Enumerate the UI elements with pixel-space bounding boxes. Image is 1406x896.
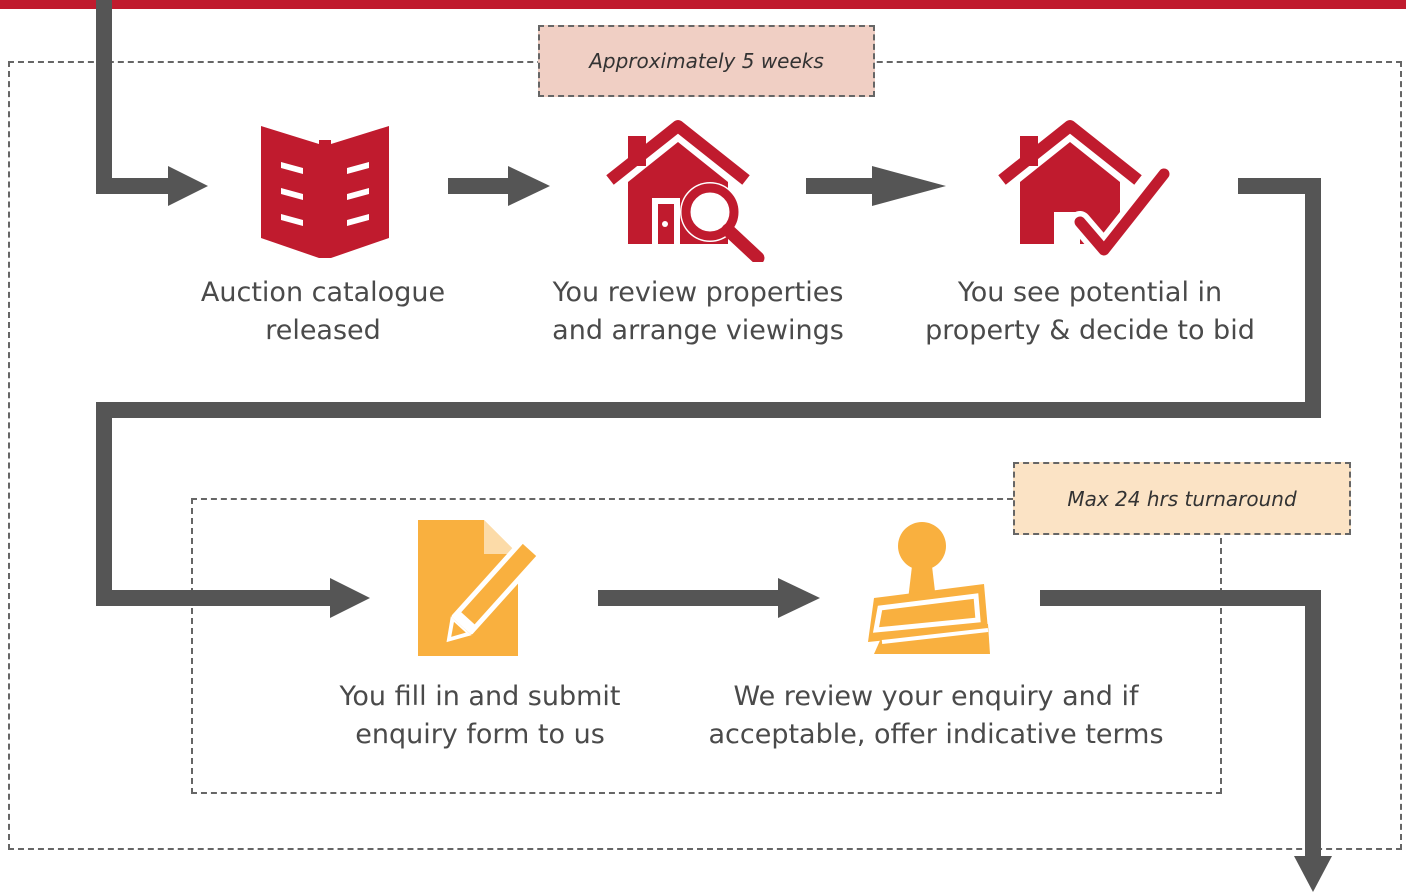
- step-label-line: property & decide to bid: [925, 315, 1255, 346]
- step-label-line: You review properties: [552, 277, 844, 308]
- step-label-line: acceptable, offer indicative terms: [708, 719, 1164, 750]
- stamp-icon: [868, 522, 990, 654]
- step-label-review-properties: You review properties and arrange viewin…: [518, 274, 878, 350]
- step-label-line: You fill in and submit: [339, 681, 621, 712]
- arrowhead: [872, 166, 946, 206]
- timeframe-hours-label: Max 24 hrs turnaround: [1013, 462, 1351, 535]
- arrowhead: [168, 166, 208, 206]
- connector-3-4: [96, 178, 1321, 606]
- timeframe-weeks-label: Approximately 5 weeks: [538, 25, 875, 97]
- step-label-catalogue: Auction catalogue released: [163, 274, 483, 350]
- step-label-line: We review your enquiry and if: [733, 681, 1139, 712]
- connector-start: [96, 0, 172, 194]
- arrowhead: [508, 166, 550, 206]
- connector-5-end: [1040, 590, 1321, 858]
- form-pencil-icon: [418, 520, 544, 656]
- house-check-icon: [998, 120, 1175, 261]
- top-brand-bar: [0, 0, 1406, 9]
- step-label-submit-enquiry: You fill in and submit enquiry form to u…: [300, 678, 660, 754]
- step-label-line: Auction catalogue: [200, 277, 446, 308]
- step-label-decide-to-bid: You see potential in property & decide t…: [890, 274, 1290, 350]
- step-label-line: and arrange viewings: [552, 315, 844, 346]
- house-search-icon: [606, 120, 765, 262]
- arrowhead: [330, 578, 370, 618]
- step-label-line: enquiry form to us: [355, 719, 605, 750]
- step-label-line: released: [265, 315, 381, 346]
- arrowhead: [778, 578, 820, 618]
- inner-timeframe-box: [191, 498, 1222, 794]
- step-label-offer-terms: We review your enquiry and if acceptable…: [676, 678, 1196, 754]
- arrowhead: [1294, 856, 1332, 892]
- open-book-icon: [261, 126, 389, 258]
- step-label-line: You see potential in: [957, 277, 1223, 308]
